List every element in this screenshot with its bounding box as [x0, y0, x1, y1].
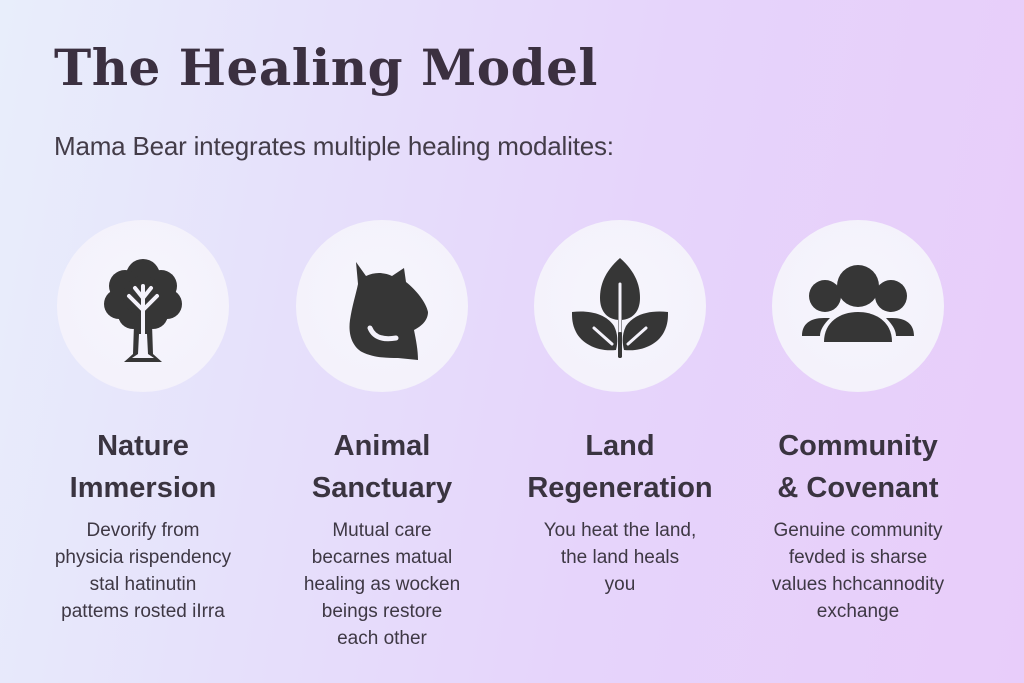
icon-circle	[534, 220, 706, 392]
modality-card-land-regeneration: Land Regeneration You heat the land, the…	[501, 220, 739, 598]
modality-heading: Community & Covenant	[777, 425, 938, 509]
description-line: values hchcannodity	[771, 574, 945, 595]
modality-description: Genuine community fevded is sharse value…	[772, 517, 944, 625]
heading-line: Sanctuary	[311, 472, 453, 504]
heading-line: & Covenant	[777, 472, 939, 504]
description-line: stal hatinutin	[89, 574, 197, 595]
icon-circle	[296, 220, 468, 392]
description-line: you	[604, 574, 636, 595]
description-line: fevded is sharse	[788, 547, 928, 568]
people-group-icon	[802, 265, 914, 342]
modality-card-nature-immersion: Nature Immersion Devorify from physicia …	[24, 220, 262, 625]
description-line: physicia rispendency	[54, 547, 232, 568]
heading-line: Animal	[333, 430, 431, 462]
heading-line: Regeneration	[527, 472, 713, 504]
description-line: pattems rosted iIrra	[61, 601, 225, 622]
modality-description: Devorify from physicia rispendency stal …	[55, 517, 231, 625]
description-line: becarnes matual	[311, 547, 453, 568]
description-line: Mutual care	[332, 520, 432, 541]
description-line: exchange	[816, 601, 900, 622]
heading-line: Immersion	[69, 472, 217, 504]
description-line: You heat the land,	[543, 520, 697, 541]
description-line: healing as wocken	[303, 574, 461, 595]
description-line: Genuine community	[773, 520, 943, 541]
modality-card-animal-sanctuary: Animal Sanctuary Mutual care becarnes ma…	[263, 220, 501, 652]
animal-head-icon	[349, 262, 428, 360]
sprout-leaves-icon	[572, 258, 668, 358]
description-line: Devorify from	[86, 520, 200, 541]
modality-description: Mutual care becarnes matual healing as w…	[304, 517, 460, 652]
tree-icon	[104, 259, 182, 362]
modality-heading: Animal Sanctuary	[312, 425, 452, 509]
modality-card-community-covenant: Community & Covenant Genuine community f…	[739, 220, 977, 625]
heading-line: Community	[778, 430, 938, 462]
modality-description: You heat the land, the land heals you	[544, 517, 697, 598]
description-line: the land heals	[560, 547, 680, 568]
page-subtitle: Mama Bear integrates multiple healing mo…	[54, 131, 614, 161]
page-title: The Healing Model	[54, 38, 598, 97]
icon-circle	[57, 220, 229, 392]
modality-heading: Nature Immersion	[70, 425, 217, 509]
heading-line: Land	[585, 430, 655, 462]
description-line: each other	[337, 628, 427, 649]
description-line: beings restore	[321, 601, 443, 622]
modality-heading: Land Regeneration	[527, 425, 712, 509]
icon-circle	[772, 220, 944, 392]
heading-line: Nature	[97, 430, 189, 462]
